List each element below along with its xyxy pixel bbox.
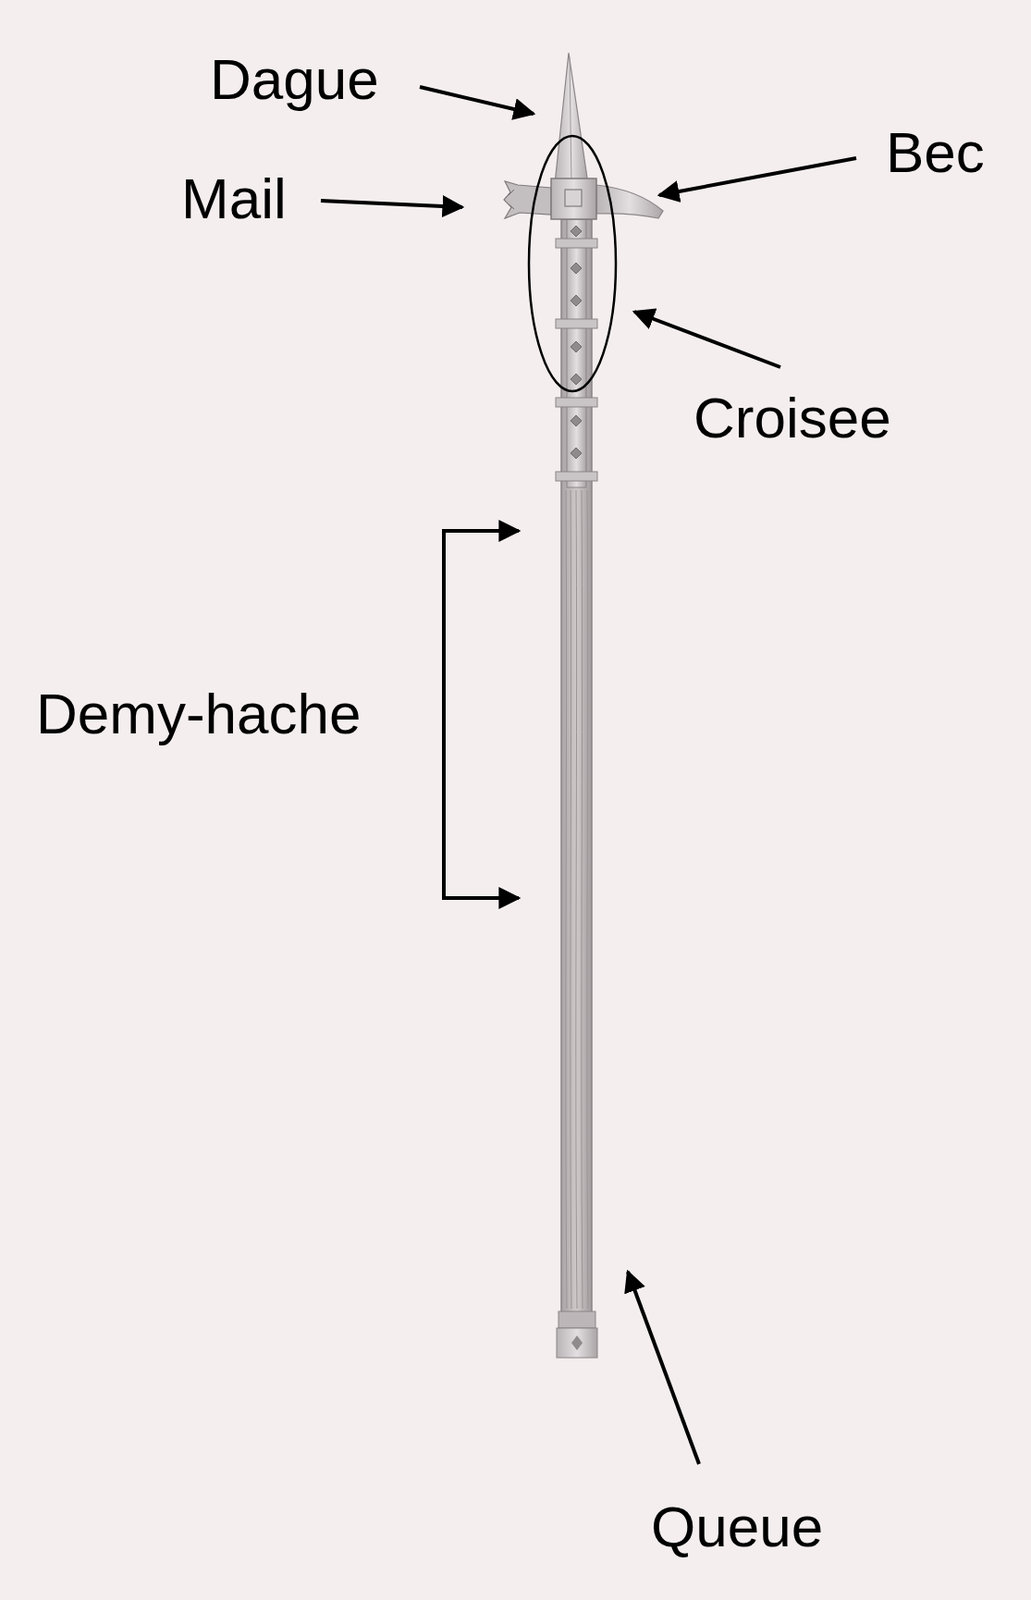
croisee-ellipse bbox=[528, 135, 616, 392]
rivet bbox=[570, 373, 582, 385]
rivet bbox=[570, 447, 582, 459]
wood-grain bbox=[565, 490, 567, 1309]
rivet bbox=[570, 262, 582, 274]
weapon-drawing bbox=[503, 52, 663, 1358]
part-label: Demy-hache bbox=[36, 685, 361, 743]
rivet bbox=[570, 294, 582, 307]
part-label: Mail bbox=[181, 170, 287, 228]
part-label: Queue bbox=[650, 1497, 823, 1556]
part-label: Bec bbox=[885, 123, 985, 182]
part-label: Dague bbox=[209, 50, 380, 109]
leader-arrows bbox=[320, 86, 857, 1464]
wood-grain bbox=[587, 490, 589, 1309]
wood-grain bbox=[576, 490, 577, 1309]
wood-grain bbox=[581, 490, 583, 1309]
rivet bbox=[570, 341, 582, 353]
rivet bbox=[570, 415, 582, 427]
wood-grain bbox=[570, 490, 572, 1309]
rivet bbox=[570, 225, 582, 237]
part-label: Croisee bbox=[693, 389, 892, 447]
